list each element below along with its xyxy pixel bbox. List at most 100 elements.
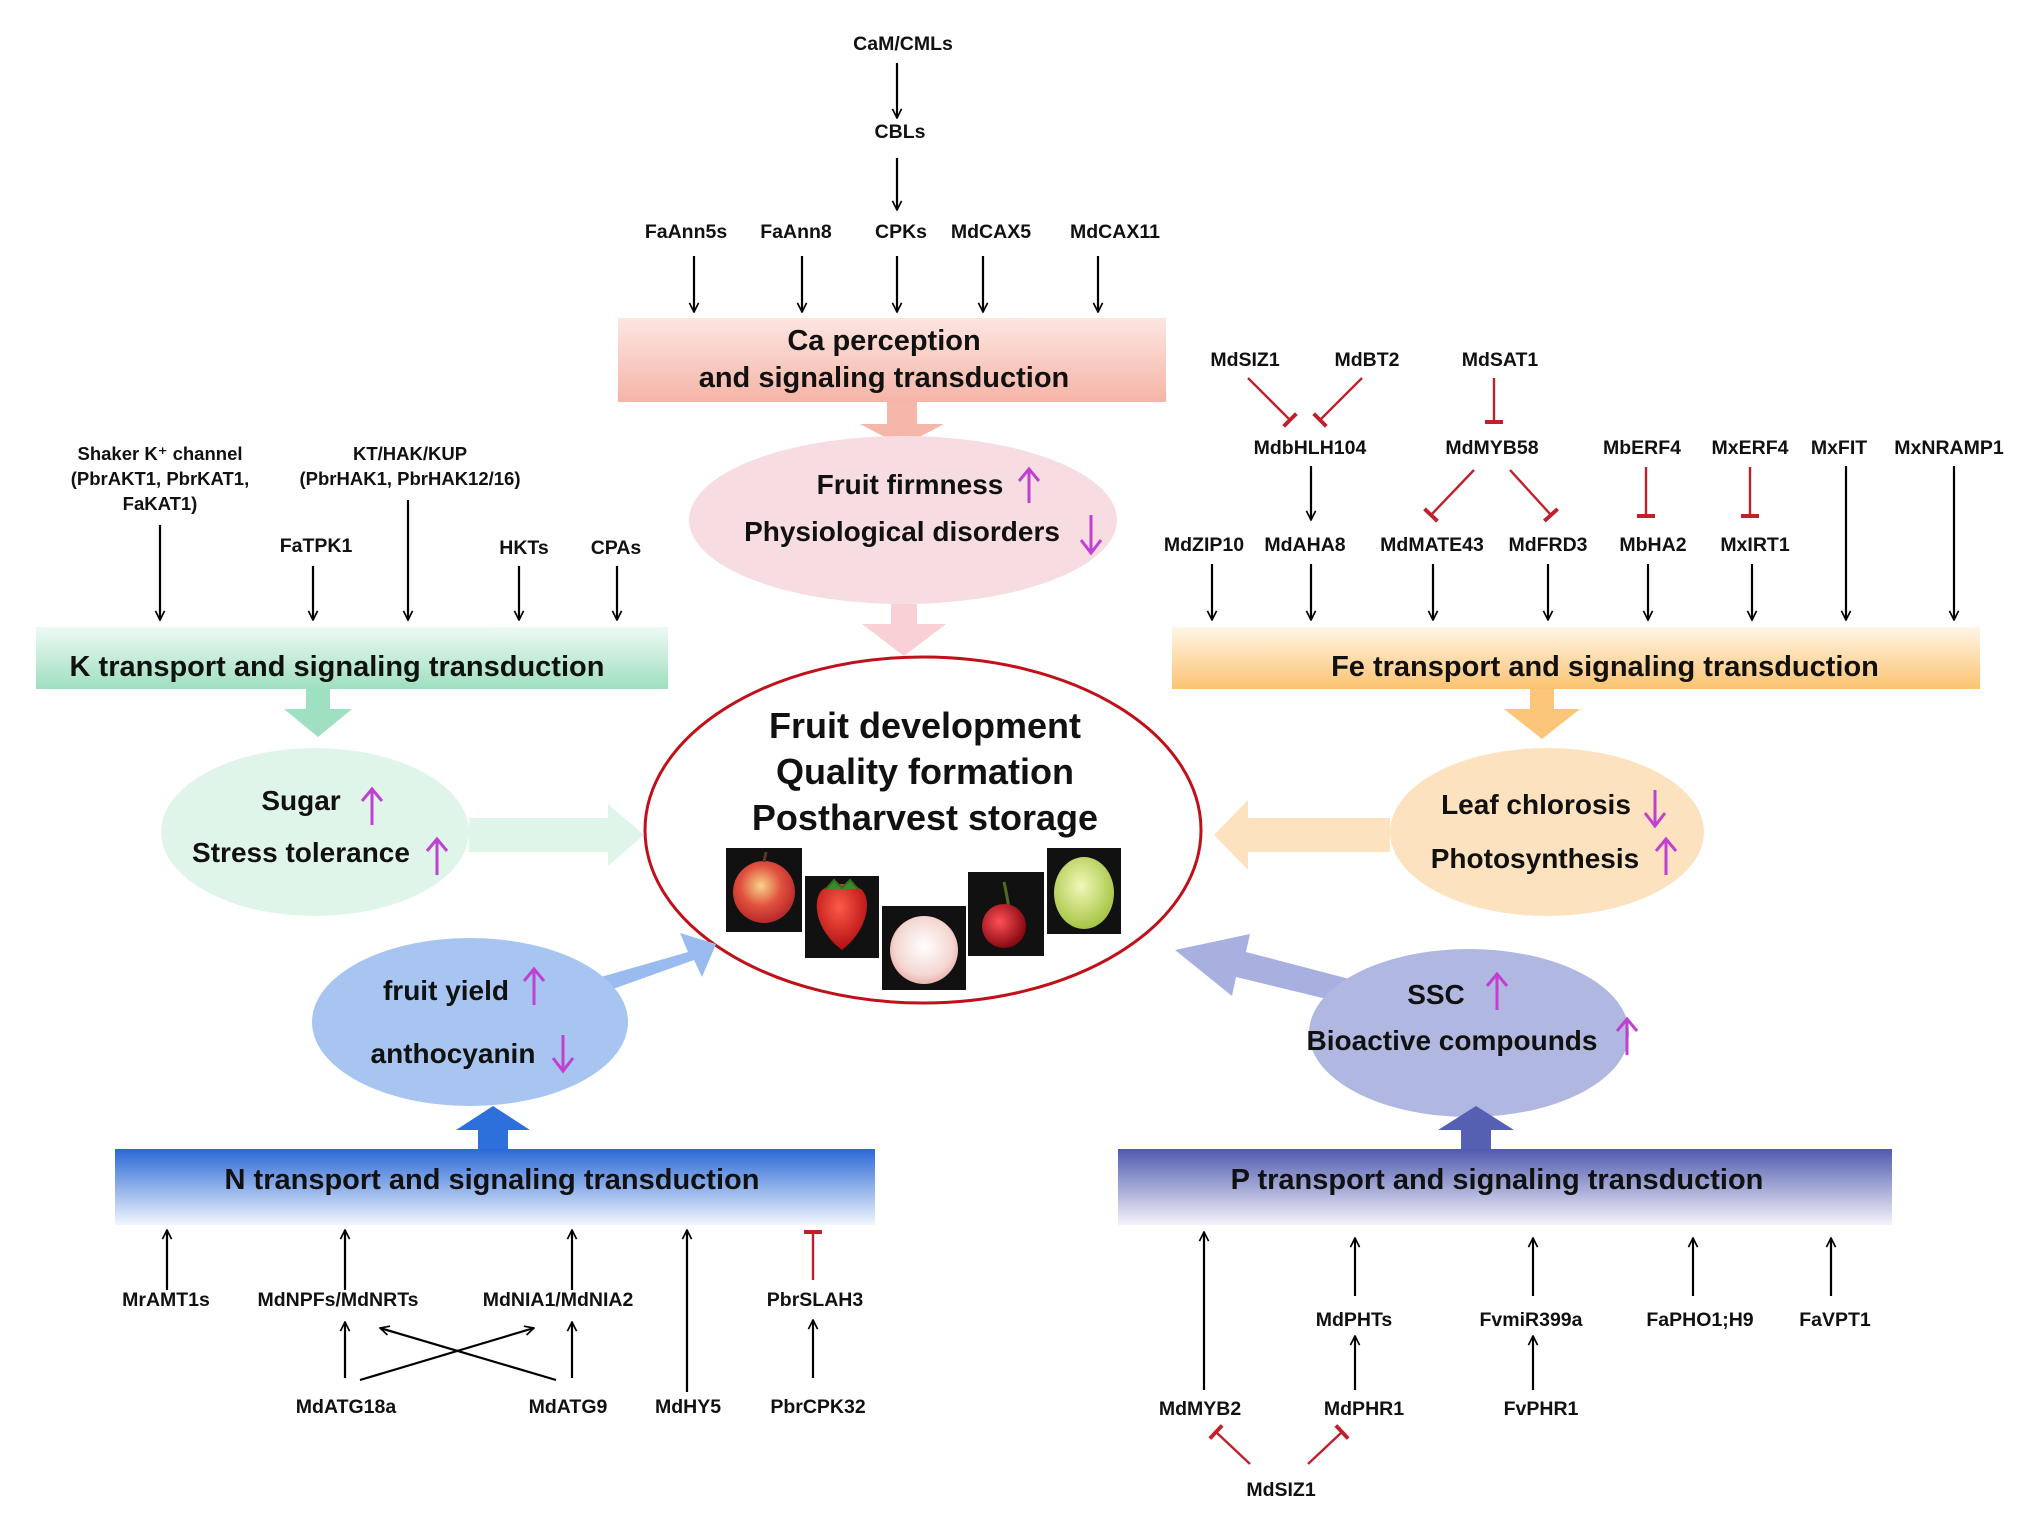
gene-fvmir399a: FvmiR399a — [1480, 1309, 1583, 1331]
gene-pbrcpk32: PbrCPK32 — [770, 1396, 866, 1418]
fruit-photo-apple — [726, 848, 802, 932]
gene-mdcax5: MdCAX5 — [951, 221, 1031, 243]
k-panel: Shaker K⁺ channel (PbrAKT1, PbrKAT1, FaK… — [36, 443, 668, 916]
inhibit-bt2-bhlh104 — [1312, 377, 1363, 428]
gene-mdhy5: MdHY5 — [655, 1396, 721, 1418]
gene-mdaha8: MdAHA8 — [1264, 534, 1345, 556]
k-effect-1: Sugar — [261, 785, 340, 816]
k-band — [36, 627, 668, 689]
gene-mramt1s: MrAMT1s — [122, 1289, 210, 1311]
n-panel: fruit yield anthocyanin N transport and … — [115, 933, 875, 1418]
gene-shaker-line-2: (PbrAKT1, PbrKAT1, — [71, 468, 250, 489]
gene-mdcax11: MdCAX11 — [1070, 221, 1160, 243]
gene-mdmate43: MdMATE43 — [1380, 534, 1484, 556]
center-node: Fruit development Quality formation Post… — [643, 655, 1203, 1005]
gene-cpks: CPKs — [875, 221, 927, 243]
gene-mdatg18a: MdATG18a — [296, 1396, 397, 1418]
p-effect-1-up-arrow-icon — [1485, 971, 1509, 1010]
gene-mdsiz1-fe: MdSIZ1 — [1210, 349, 1279, 371]
gene-mdmyb58: MdMYB58 — [1445, 437, 1538, 459]
gene-mdfrd3: MdFRD3 — [1508, 534, 1587, 556]
fe-effect-2: Photosynthesis — [1431, 843, 1639, 874]
gene-mxerf4: MxERF4 — [1712, 437, 1789, 459]
gene-faann5s: FaAnn5s — [645, 221, 728, 243]
gene-fapho1: FaPHO1;H9 — [1646, 1309, 1753, 1331]
gene-mxirt1: MxIRT1 — [1720, 534, 1790, 556]
p-band-label: P transport and signaling transduction — [1231, 1164, 1764, 1196]
gene-fatpk1: FaTPK1 — [280, 535, 353, 557]
fe-effect-oval — [1390, 748, 1704, 916]
arrow-atg9-npfs — [380, 1328, 557, 1382]
n-effect-2: anthocyanin — [371, 1038, 536, 1069]
gene-mdzip10: MdZIP10 — [1164, 534, 1244, 556]
p-flow-arrow — [1438, 1106, 1514, 1149]
inhibit-siz1-bhlh104 — [1247, 377, 1298, 428]
ca-band-line-1: Ca perception — [787, 325, 980, 357]
n-effect-2-down-arrow-icon — [551, 1035, 575, 1074]
p-effect-oval — [1309, 949, 1629, 1117]
gene-mbha2: MbHA2 — [1619, 534, 1686, 556]
gene-mdphts: MdPHTs — [1316, 1309, 1393, 1331]
inhibit-siz1-myb2 — [1208, 1424, 1251, 1465]
gene-mdbhlh104: MdbHLH104 — [1254, 437, 1367, 459]
k-effect-1-up-arrow-icon — [360, 786, 384, 825]
ca-effect-2: Physiological disorders — [744, 516, 1060, 547]
gene-fvphr1: FvPHR1 — [1504, 1398, 1579, 1420]
fe-to-center-arrow — [1214, 800, 1390, 870]
inhibit-myb58-frd3 — [1509, 469, 1559, 523]
ca-band — [618, 318, 1166, 402]
gene-mdphr1: MdPHR1 — [1324, 1398, 1404, 1420]
ca-effect-oval — [689, 436, 1117, 604]
gene-mdsat1: MdSAT1 — [1462, 349, 1539, 371]
fruit-photo-pear — [1047, 848, 1121, 934]
fruit-photo-cherry — [968, 872, 1044, 956]
center-line-1: Fruit development — [769, 705, 1081, 746]
k-band-label: K transport and signaling transduction — [70, 651, 605, 683]
n-flow-arrow — [456, 1106, 530, 1149]
gene-mdsiz1-p: MdSIZ1 — [1246, 1479, 1315, 1501]
gene-pbrslah3: PbrSLAH3 — [767, 1289, 864, 1311]
gene-mxnramp1: MxNRAMP1 — [1894, 437, 2004, 459]
p-panel: SSC Bioactive compounds P transport and … — [1118, 934, 1892, 1501]
k-effect-oval — [161, 748, 469, 916]
gene-kt-line-2: (PbrHAK1, PbrHAK12/16) — [299, 468, 520, 489]
ca-effect-2-down-arrow-icon — [1079, 515, 1103, 556]
k-flow-arrow — [284, 689, 352, 737]
inhibit-myb58-mate43 — [1423, 469, 1475, 523]
gene-shaker-line-1: Shaker K⁺ channel — [77, 443, 242, 464]
ca-band-line-2: and signaling transduction — [699, 362, 1070, 394]
n-effect-1-up-arrow-icon — [522, 966, 546, 1005]
k-effect-2-up-arrow-icon — [425, 836, 449, 875]
gene-cbls: CBLs — [875, 121, 926, 143]
gene-mdmyb2: MdMYB2 — [1159, 1398, 1241, 1420]
p-effect-1: SSC — [1407, 979, 1465, 1010]
p-to-center-arrow — [1175, 934, 1380, 1010]
ca-flow-arrow-2 — [862, 604, 946, 656]
fruit-photo-peach — [882, 906, 966, 990]
fe-effect-1: Leaf chlorosis — [1441, 789, 1631, 820]
gene-shaker-line-3: FaKAT1) — [123, 493, 198, 514]
arrow-atg18-nia — [359, 1328, 534, 1382]
gene-hkts: HKTs — [499, 537, 549, 559]
k-to-center-arrow — [469, 804, 644, 866]
n-effect-oval — [312, 938, 628, 1106]
fe-band-label: Fe transport and signaling transduction — [1331, 651, 1879, 683]
center-line-3: Postharvest storage — [752, 797, 1098, 838]
gene-mdbt2: MdBT2 — [1335, 349, 1400, 371]
fe-panel: MdSIZ1 MdBT2 MdSAT1 MdbHLH104 MdMYB58 Mb… — [1164, 349, 2004, 916]
gene-mxfit: MxFIT — [1811, 437, 1867, 459]
gene-mberf4: MbERF4 — [1603, 437, 1681, 459]
fe-flow-arrow — [1504, 689, 1580, 739]
fruit-photo-strawberry — [805, 876, 879, 958]
gene-kt-line-1: KT/HAK/KUP — [353, 443, 467, 464]
center-line-2: Quality formation — [776, 751, 1074, 792]
inhibit-siz1-phr1 — [1307, 1424, 1350, 1465]
ca-effect-1-up-arrow-icon — [1017, 466, 1041, 503]
gene-cpas: CPAs — [591, 537, 642, 559]
gene-mdatg9: MdATG9 — [529, 1396, 608, 1418]
k-effect-2: Stress tolerance — [192, 837, 410, 868]
p-effect-2-up-arrow-icon — [1615, 1016, 1639, 1055]
p-effect-2: Bioactive compounds — [1307, 1025, 1598, 1056]
